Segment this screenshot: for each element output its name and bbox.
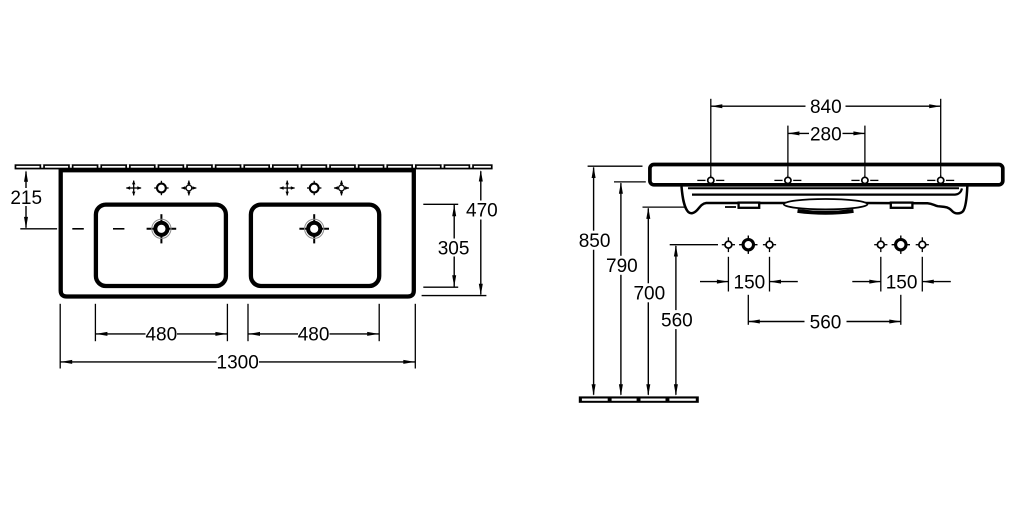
svg-text:560: 560 <box>661 310 693 331</box>
svg-text:850: 850 <box>579 231 611 252</box>
svg-text:215: 215 <box>10 188 42 209</box>
svg-text:1300: 1300 <box>217 353 259 374</box>
svg-text:470: 470 <box>466 201 498 222</box>
svg-text:840: 840 <box>810 97 842 118</box>
svg-text:700: 700 <box>633 284 665 305</box>
svg-text:480: 480 <box>145 325 177 346</box>
svg-text:150: 150 <box>734 273 766 294</box>
svg-text:305: 305 <box>438 238 470 259</box>
svg-text:790: 790 <box>606 256 638 277</box>
svg-text:280: 280 <box>810 125 842 146</box>
svg-text:480: 480 <box>298 325 330 346</box>
svg-text:560: 560 <box>810 313 842 334</box>
svg-text:150: 150 <box>886 273 918 294</box>
